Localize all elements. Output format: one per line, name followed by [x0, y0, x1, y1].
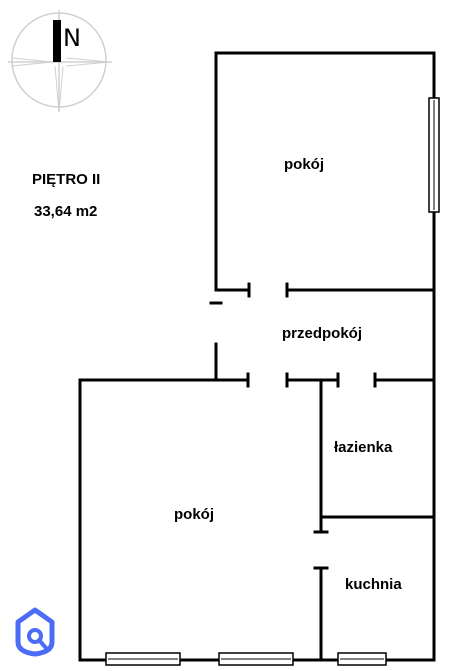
compass-north-letter: N	[63, 24, 81, 52]
compass-rose-icon	[8, 10, 112, 113]
room-label-pokoj-top: pokój	[284, 156, 324, 173]
room-label-kuchnia: kuchnia	[345, 576, 402, 593]
area-label: 33,64 m2	[34, 203, 98, 220]
room-label-lazienka: łazienka	[334, 439, 393, 456]
room-label-przedpokoj: przedpokój	[282, 325, 363, 342]
house-pin-logo-icon	[15, 607, 55, 657]
room-label-pokoj-bottom: pokój	[174, 506, 214, 523]
floor-label: PIĘTRO II	[32, 171, 101, 188]
